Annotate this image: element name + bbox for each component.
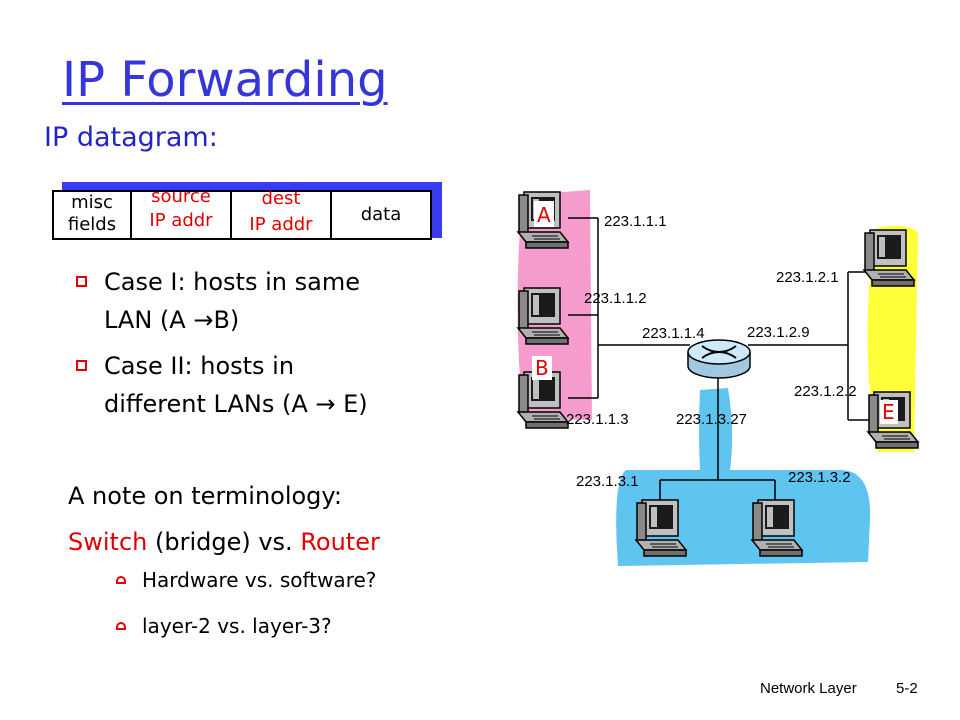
host-computer-icon: [751, 499, 803, 557]
ip-223-1-3-1: 223.1.3.1: [576, 473, 639, 490]
switch-router-line: Switch (bridge) vs. Router: [68, 524, 380, 560]
host-label-bg: [880, 400, 898, 424]
host-computer-icon: [517, 287, 569, 345]
datagram-box: misc fields source IP addr dest IP addr …: [52, 186, 432, 240]
footer-page-number: 5-2: [896, 680, 918, 697]
datagram-field-dest: dest IP addr: [232, 188, 330, 236]
lan-223-1-3-area: [616, 388, 871, 566]
datagram-divider: [130, 192, 132, 238]
field-line: dest: [261, 188, 301, 209]
host-a-label: A: [537, 203, 551, 227]
host-computer-icon: [863, 229, 915, 287]
datagram-field-source: source IP addr: [132, 186, 230, 232]
note-heading: A note on terminology:: [68, 482, 342, 510]
case1-line1: Case I: hosts in same: [104, 268, 360, 296]
sub-bullet: [116, 576, 126, 584]
switch-word: Switch: [68, 528, 148, 556]
ip-223-1-1-1: 223.1.1.1: [604, 213, 667, 230]
ip-223-1-2-9: 223.1.2.9: [747, 324, 810, 341]
ip-223-1-2-1: 223.1.2.1: [776, 269, 839, 286]
host-label-bg: [532, 356, 552, 380]
ip-223-1-1-2: 223.1.1.2: [584, 290, 647, 307]
datagram-divider: [330, 192, 332, 238]
case2-line2: different LANs (A → E): [104, 390, 368, 418]
ip-223-1-3-27: 223.1.3.27: [676, 411, 747, 428]
bridge-text: (bridge) vs.: [147, 528, 301, 556]
sub-bullet: [116, 622, 126, 630]
field-line: IP addr: [249, 214, 313, 235]
ip-223-1-1-4: 223.1.1.4: [642, 325, 705, 342]
case1-line2: LAN (A →B): [104, 306, 240, 334]
router-word: Router: [300, 528, 380, 556]
field-line: source: [151, 186, 211, 207]
note-sub1: Hardware vs. software?: [142, 568, 377, 592]
datagram-field-data: data: [332, 204, 430, 226]
note-sub2: layer-2 vs. layer-3?: [142, 614, 332, 638]
datagram-divider: [230, 192, 232, 238]
datagram-field-misc: misc fields: [54, 192, 130, 236]
field-line: fields: [67, 214, 117, 235]
host-computer-icon: [635, 499, 687, 557]
field-line: misc: [71, 192, 113, 213]
host-label-bg: [534, 201, 554, 227]
host-e-label: E: [882, 400, 895, 424]
router-icon: [687, 339, 751, 379]
bullet-square: [76, 276, 87, 287]
footer-chapter: Network Layer: [760, 680, 857, 697]
ip-223-1-2-2: 223.1.2.2: [794, 383, 857, 400]
case2-line1: Case II: hosts in: [104, 352, 295, 380]
ip-223-1-1-3: 223.1.1.3: [566, 411, 629, 428]
host-b-computer-icon: [517, 371, 569, 429]
field-line: IP addr: [149, 210, 213, 231]
slide-subtitle: IP datagram:: [44, 122, 218, 153]
field-line: data: [360, 204, 402, 225]
slide-title: IP Forwarding: [62, 52, 388, 108]
ip-223-1-3-2: 223.1.3.2: [788, 469, 851, 486]
host-b-label: B: [535, 356, 549, 380]
bullet-square: [76, 360, 87, 371]
